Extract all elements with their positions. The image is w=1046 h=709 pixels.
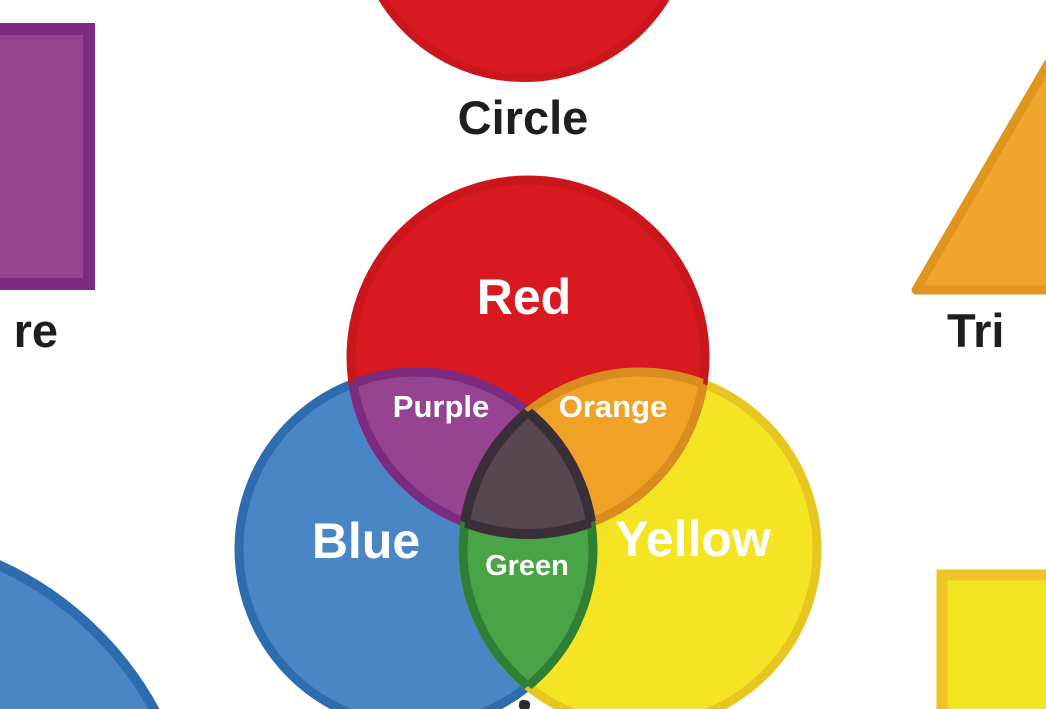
overlap-purple-border-arc: [351, 367, 598, 534]
square-shape-label-partial: re: [14, 304, 58, 357]
venn-label-red: Red: [477, 269, 571, 325]
cropped-letter-mark: [518, 699, 531, 709]
venn-label-yellow: Yellow: [615, 511, 771, 567]
square-shape: [0, 23, 95, 290]
overlap-orange-border-arc: [458, 367, 705, 534]
bottom-left-circle-shape: [0, 560, 160, 709]
circle-shape-label: Circle: [458, 91, 589, 144]
overlap-center: [463, 372, 593, 539]
venn-label-orange: Orange: [559, 389, 668, 424]
triangle-shape-label-partial: Tri: [947, 304, 1004, 357]
circle-shape: [378, 0, 670, 82]
venn-label-purple: Purple: [393, 389, 489, 424]
venn-label-green: Green: [485, 550, 569, 582]
triangle-shape: [911, 58, 1046, 295]
venn-label-blue: Blue: [312, 513, 420, 569]
venn-diagram: Red Blue Yellow Purple Orange Green: [234, 175, 822, 709]
overlap-green-border-arc: [458, 372, 593, 709]
bottom-right-square-shape: [936, 569, 1046, 709]
